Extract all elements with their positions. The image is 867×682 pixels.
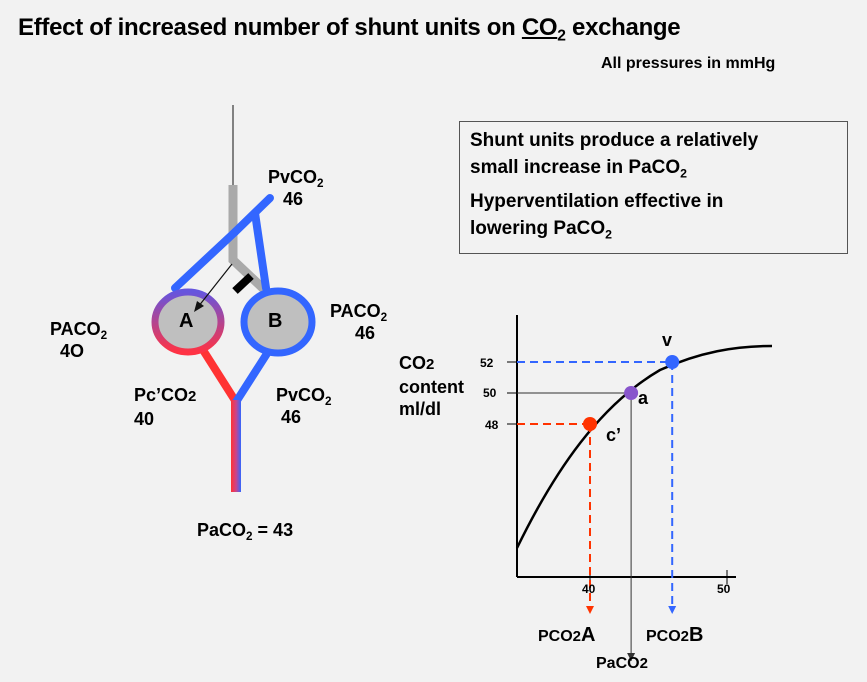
pco2-b-label: PCO2B (646, 624, 704, 646)
title-co: CO (521, 14, 558, 41)
co2-dissociation-curve (515, 344, 773, 549)
info-line-2b: lowering PaCO (470, 218, 606, 239)
paco2-a-label: PACO2 4O (50, 319, 108, 361)
info-line-1a: Shunt units produce a relatively (470, 130, 759, 151)
y-tick-48: 48 (485, 418, 499, 432)
alveolus-a (151, 288, 225, 356)
arterial-label: PaCO2 = 43 (197, 520, 294, 544)
page-title: Effect of increased number of shunt unit… (18, 14, 681, 45)
guide-arrow-1 (627, 653, 636, 661)
info-line-1b-sub: 2 (680, 166, 688, 181)
pv-b-label: PvCO2 46 (276, 385, 332, 427)
data-point-1 (624, 386, 639, 400)
outflow-a (199, 346, 240, 406)
title-co2: CO2 (521, 14, 566, 45)
pco2-a-label: PCO2A (538, 624, 596, 646)
paco2-b-label: PACO2 46 (330, 301, 388, 343)
airway-branch (228, 185, 274, 299)
title-prefix: Effect of increased number of shunt unit… (18, 14, 522, 41)
arterial-stem (231, 400, 241, 492)
info-point-2: Hyperventilation effective in lowering Pa… (470, 188, 837, 242)
guide-arrow-0 (668, 606, 677, 614)
venous-to-a (171, 228, 239, 292)
alveolus-a-letter: A (179, 310, 194, 332)
info-box: Shunt units produce a relatively small in… (459, 121, 848, 254)
info-line-2a: Hyperventilation effective in (470, 191, 724, 212)
subtitle: All pressures in mmHg (601, 55, 776, 72)
y-tick-52: 52 (480, 356, 494, 370)
x-tick-40: 40 (582, 582, 596, 596)
guide-arrow-2 (586, 606, 594, 614)
info-line-1b: small increase in PaCO (470, 157, 681, 178)
point-label-a: a (638, 388, 649, 408)
inspiration-arrowhead (194, 301, 204, 312)
outflow-b (232, 348, 272, 406)
data-point-0 (665, 355, 680, 369)
alveolus-b-letter: B (268, 310, 283, 332)
x-tick-50: 50 (717, 582, 731, 596)
info-point-1: Shunt units produce a relatively small in… (470, 127, 837, 181)
title-sub: 2 (557, 27, 566, 45)
point-label-c: c’ (606, 425, 622, 445)
info-line-2b-sub: 2 (605, 227, 613, 242)
data-point-2 (583, 417, 597, 431)
point-label-v: v (662, 330, 673, 350)
inspiration-arrow (197, 263, 233, 308)
block-bar (232, 273, 254, 294)
pv-top-label: PvCO2 46 (268, 167, 324, 209)
y-tick-50: 50 (483, 386, 497, 400)
paco2-chart-label: PaCO2 (596, 655, 648, 672)
venous-to-b (251, 209, 270, 292)
alveolus-b (240, 287, 316, 357)
title-suffix: exchange (565, 14, 681, 41)
